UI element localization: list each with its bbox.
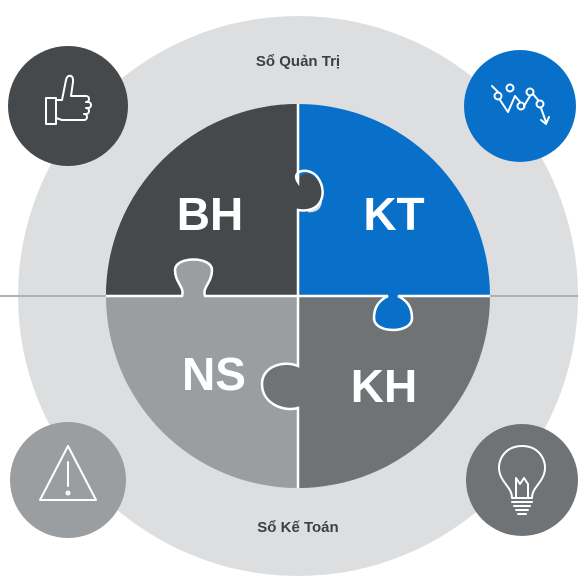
puzzle-piece-ns xyxy=(106,259,298,488)
warning-icon xyxy=(10,422,126,538)
ring-label-top: Sổ Quản Trị xyxy=(256,53,340,70)
trend-down-icon xyxy=(464,50,576,162)
puzzle-seams xyxy=(106,104,490,488)
label-kh: KH xyxy=(351,360,417,412)
label-bh: BH xyxy=(177,188,243,240)
puzzle-top-right xyxy=(298,104,490,330)
thumbs-up-icon xyxy=(8,46,128,166)
label-ns: NS xyxy=(182,348,246,400)
puzzle-piece-bh-body xyxy=(106,104,315,296)
puzzle-piece-kh xyxy=(262,296,490,488)
puzzle-piece-kt xyxy=(298,104,490,330)
puzzle-top-left xyxy=(106,104,315,296)
label-kt: KT xyxy=(363,188,424,240)
ring-label-bottom: Sổ Kế Toán xyxy=(257,519,338,536)
puzzle-bottom-right xyxy=(262,296,490,488)
puzzle-bottom-left xyxy=(106,259,298,488)
lightbulb-icon xyxy=(466,424,578,536)
